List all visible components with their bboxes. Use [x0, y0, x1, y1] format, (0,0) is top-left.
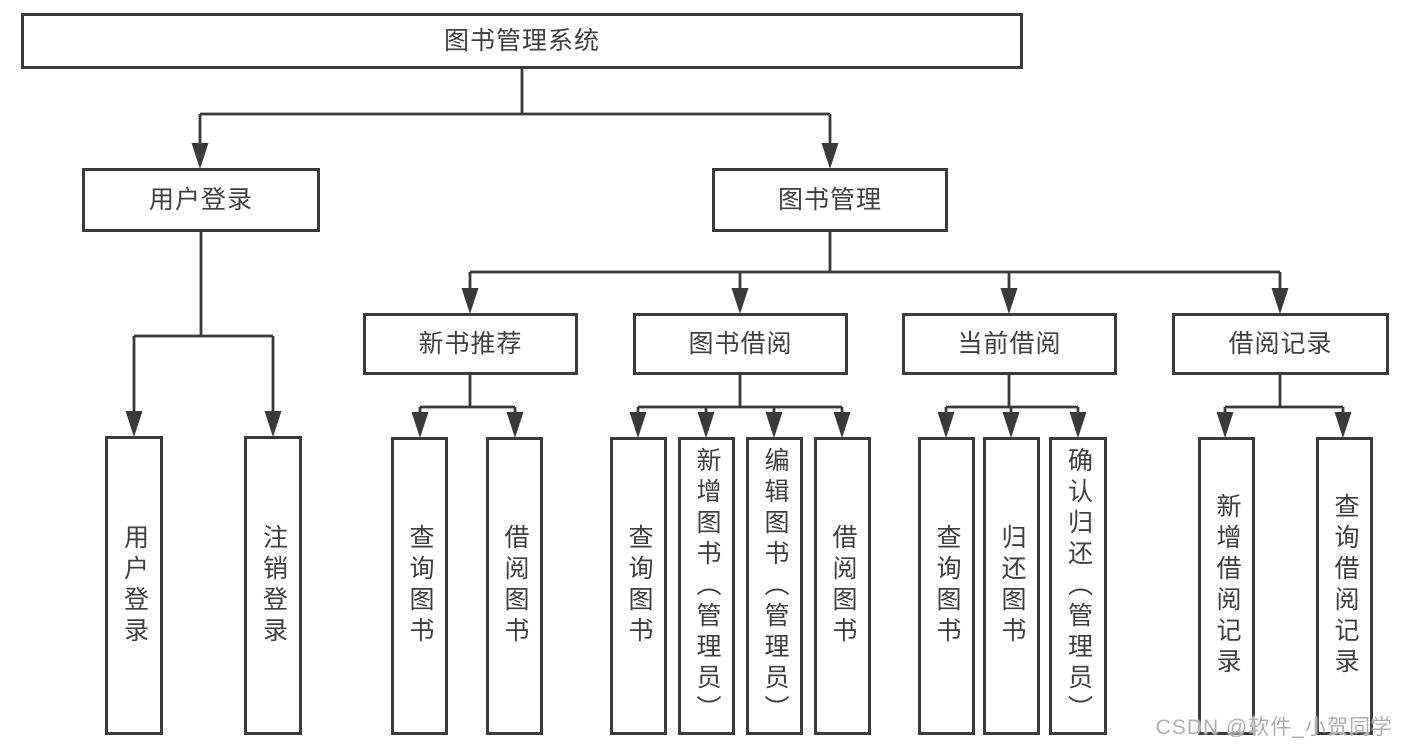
leaf-query-borrow-record-label: 查询借阅记录	[1331, 493, 1359, 679]
node-borrow-records-label: 借阅记录	[1228, 329, 1333, 358]
leaf-logout-login-label: 注销登录	[259, 523, 288, 648]
node-book-borrow: 图书借阅	[633, 313, 848, 375]
leaf-recommend-query-books: 查询图书	[391, 437, 448, 735]
node-new-book-recommend-label: 新书推荐	[418, 329, 523, 358]
leaf-borrow-books-label: 借阅图书	[829, 524, 857, 648]
arrowhead	[506, 412, 524, 438]
arrowhead	[731, 288, 749, 314]
leaf-add-borrow-record-label: 新增借阅记录	[1213, 493, 1241, 679]
leaf-current-query-books: 查询图书	[918, 437, 975, 735]
leaf-add-books-admin-label: 新增图书（管理员）	[693, 446, 721, 726]
node-book-borrow-label: 图书借阅	[688, 329, 793, 358]
arrowhead	[629, 412, 647, 438]
node-book-management: 图书管理	[712, 168, 948, 232]
arrowhead	[1000, 288, 1018, 314]
arrowhead	[821, 143, 839, 169]
leaf-add-borrow-record: 新增借阅记录	[1198, 437, 1255, 735]
leaf-borrow-query-books: 查询图书	[610, 437, 667, 735]
arrowhead	[125, 411, 143, 437]
leaf-recommend-query-books-label: 查询图书	[406, 524, 434, 648]
leaf-return-books-label: 归还图书	[998, 524, 1026, 648]
node-borrow-records: 借阅记录	[1172, 313, 1389, 375]
leaf-confirm-return-admin-label: 确认归还（管理员）	[1064, 446, 1093, 726]
arrowhead	[1069, 412, 1087, 438]
arrowhead	[833, 412, 851, 438]
node-root-label: 图书管理系统	[443, 26, 600, 55]
arrowhead	[937, 412, 955, 438]
leaf-logout-login: 注销登录	[244, 436, 302, 735]
arrowhead	[1334, 412, 1352, 438]
arrowhead	[697, 412, 715, 438]
leaf-return-books: 归还图书	[983, 437, 1040, 735]
leaf-user-login-label: 用户登录	[120, 523, 149, 648]
arrowhead	[264, 411, 282, 437]
node-user-login: 用户登录	[82, 168, 320, 232]
leaf-recommend-borrow-books-label: 借阅图书	[501, 524, 529, 648]
leaf-borrow-books: 借阅图书	[814, 437, 871, 735]
leaf-add-books-admin: 新增图书（管理员）	[678, 437, 735, 735]
watermark: CSDN @软件_小贺同学	[1155, 716, 1393, 739]
leaf-current-query-books-label: 查询图书	[933, 524, 961, 648]
node-new-book-recommend: 新书推荐	[363, 313, 578, 375]
node-current-borrow: 当前借阅	[902, 313, 1117, 375]
arrowhead	[765, 412, 783, 438]
arrowhead	[1002, 412, 1020, 438]
leaf-user-login: 用户登录	[105, 436, 163, 735]
node-user-login-label: 用户登录	[148, 185, 253, 214]
node-current-borrow-label: 当前借阅	[957, 329, 1062, 358]
arrowhead	[1271, 288, 1289, 314]
arrowhead	[461, 288, 479, 314]
node-book-management-label: 图书管理	[777, 185, 882, 214]
leaf-borrow-query-books-label: 查询图书	[625, 524, 653, 648]
node-root: 图书管理系统	[21, 13, 1023, 69]
arrowhead	[1216, 412, 1234, 438]
leaf-query-borrow-record: 查询借阅记录	[1316, 437, 1373, 735]
leaf-edit-books-admin: 编辑图书（管理员）	[746, 437, 803, 735]
leaf-edit-books-admin-label: 编辑图书（管理员）	[761, 446, 789, 726]
arrowhead	[411, 412, 429, 438]
leaf-confirm-return-admin: 确认归还（管理员）	[1049, 437, 1107, 735]
arrowhead	[191, 143, 209, 169]
leaf-recommend-borrow-books: 借阅图书	[486, 437, 543, 735]
